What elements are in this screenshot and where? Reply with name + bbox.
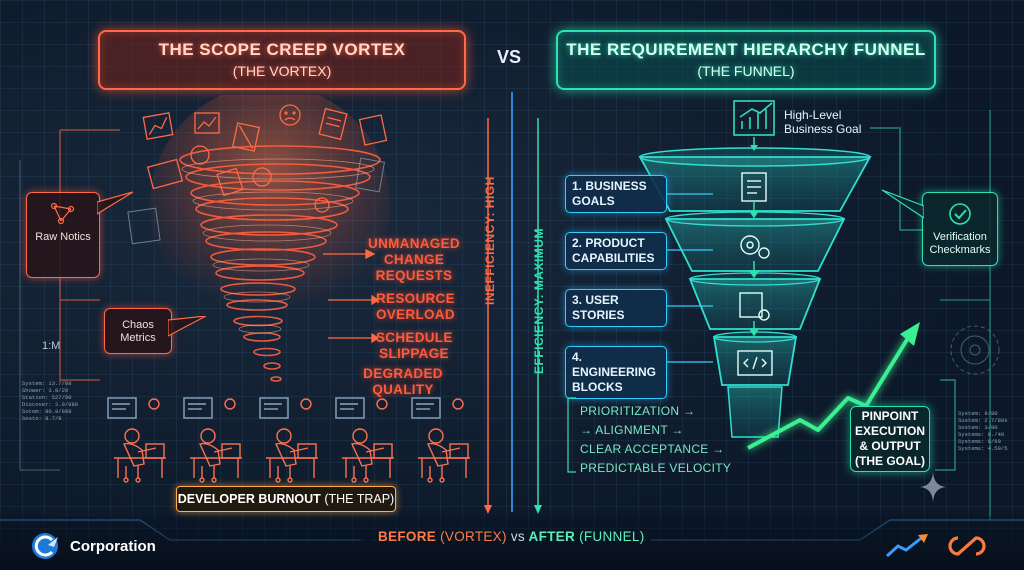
label-degraded-quality: DEGRADED QUALITY — [363, 366, 443, 397]
rising-trend-arrow — [747, 322, 920, 450]
callout-verification: Verification Checkmarks — [922, 192, 998, 266]
level-connector-lines — [667, 193, 713, 363]
level-user-stories: 3. USER STORIES — [565, 289, 667, 327]
infinity-logo-icon — [948, 536, 986, 556]
chaos-metrics-label: Chaos Metrics — [120, 319, 156, 344]
vortex-tornado — [127, 95, 390, 382]
flow-predictable-velocity: PREDICTABLE VELOCITY — [580, 461, 732, 475]
sparkle-icon — [920, 472, 946, 502]
footer-before-paren: (VORTEX) — [440, 529, 507, 544]
vortex-title-box: THE SCOPE CREEP VORTEX (THE VORTEX) — [98, 30, 466, 90]
burned-out-developers — [107, 397, 471, 483]
requirement-funnel — [638, 100, 872, 438]
developer-burnout-box: DEVELOPER BURNOUT (THE TRAP) — [176, 486, 396, 512]
inefficiency-label: INEFFICIENCY: HIGH — [483, 176, 497, 305]
efficiency-label: EFFICIENCY: MAXIMUM — [532, 228, 546, 374]
footer-bar — [0, 516, 1024, 570]
flow-bracket — [567, 397, 576, 473]
checkmark-icon — [949, 203, 971, 225]
footer-before: BEFORE — [378, 529, 437, 544]
label-resource-overload: RESOURCE OVERLOAD — [376, 291, 455, 322]
funnel-title-box: THE REQUIREMENT HIERARCHY FUNNEL (THE FU… — [556, 30, 936, 90]
pinpoint-execution-goal: PINPOINT EXECUTION & OUTPUT (THE GOAL) — [850, 406, 930, 472]
callout-chaos-metrics: Chaos Metrics — [104, 308, 172, 354]
verification-label: Verification Checkmarks — [929, 231, 991, 256]
label-schedule-slippage: SCHEDULE SLIPPAGE — [376, 330, 453, 361]
growth-chart-icon — [733, 100, 775, 136]
level-product-capabilities: 2. PRODUCT CAPABILITIES — [565, 232, 667, 270]
level-engineering-blocks: 4. ENGINEERING BLOCKS — [565, 346, 667, 399]
callout-pointer — [97, 191, 134, 215]
burnout-paren: (THE TRAP) — [324, 492, 395, 506]
funnel-title: THE REQUIREMENT HIERARCHY FUNNEL — [566, 40, 926, 59]
corporation-brand: Corporation — [70, 538, 156, 555]
funnel-subtitle: (THE FUNNEL) — [697, 63, 795, 79]
gear-decoration-icon — [950, 325, 1000, 375]
callout-raw-notics: Raw Notics — [26, 192, 100, 278]
vortex-subtitle: (THE VORTEX) — [232, 63, 332, 79]
flow-clear-acceptance: CLEAR ACCEPTANCE → — [580, 442, 725, 456]
trend-logo-icon — [885, 534, 928, 558]
vortex-label-arrows — [323, 248, 378, 344]
footer-comparison: BEFORE (VORTEX) vs AFTER (FUNNEL) — [378, 529, 645, 544]
flow-alignment: → ALIGNMENT → — [580, 423, 684, 437]
vs-label: VS — [497, 47, 522, 67]
ratio-note: 1:M — [42, 340, 61, 352]
flow-prioritization: PRIORITIZATION → — [580, 404, 696, 418]
footer-vs: vs — [510, 529, 525, 544]
level-business-goals: 1. BUSINESS GOALS — [565, 175, 667, 213]
corporation-logo-icon — [32, 533, 58, 559]
network-icon — [50, 202, 75, 225]
vortex-title: THE SCOPE CREEP VORTEX — [158, 40, 406, 59]
footer-after-paren: (FUNNEL) — [579, 529, 645, 544]
high-level-goal-label: High-Level Business Goal — [784, 108, 862, 136]
footer-after: AFTER — [528, 529, 576, 544]
burnout-label: DEVELOPER BURNOUT — [177, 492, 321, 506]
raw-notics-label: Raw Notics — [35, 231, 91, 243]
callout-pointer — [168, 316, 207, 337]
callout-pointer — [881, 189, 924, 219]
label-unmanaged-change-requests: UNMANAGED CHANGE REQUESTS — [368, 236, 460, 283]
